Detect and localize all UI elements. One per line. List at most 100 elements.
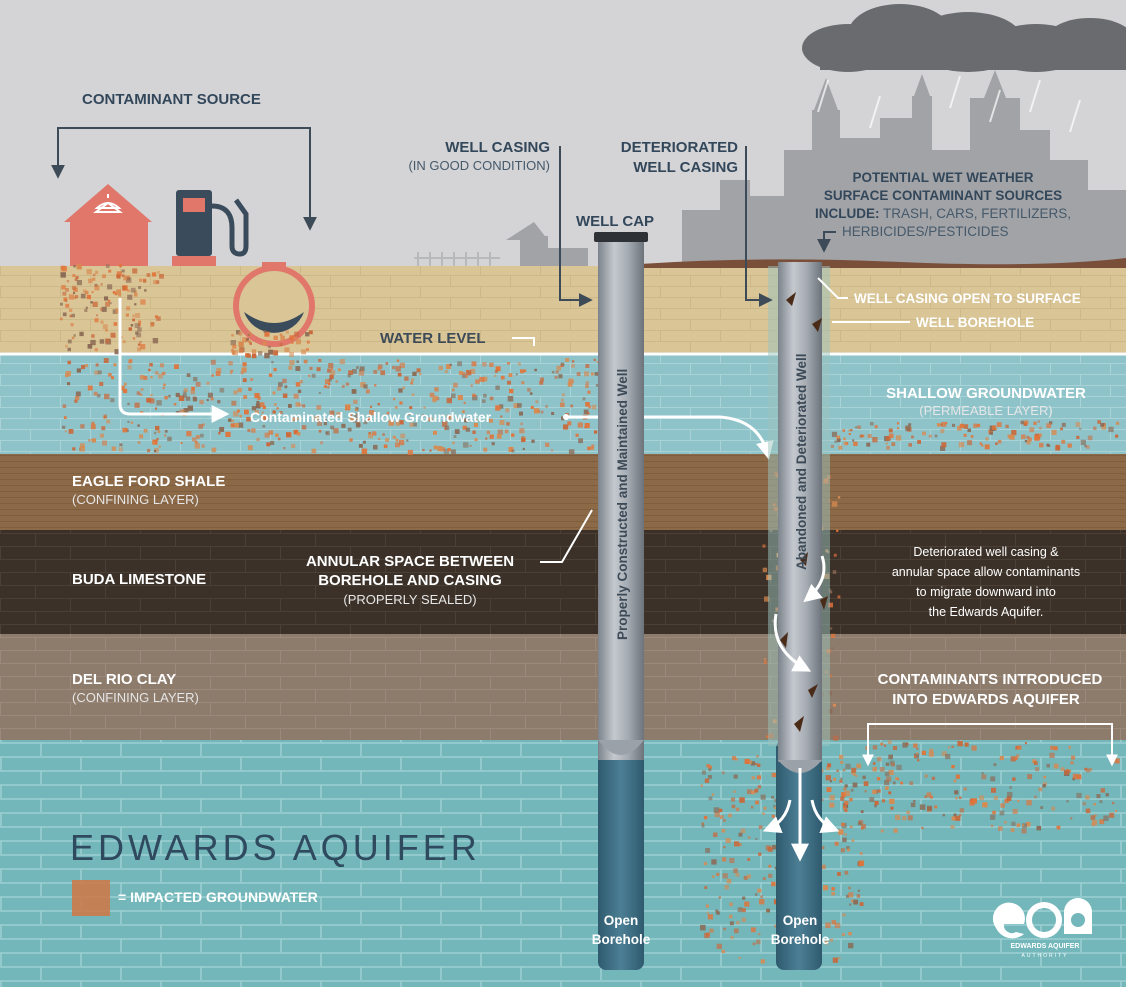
contaminant-speck — [872, 745, 878, 750]
contaminant-speck — [196, 435, 200, 439]
contaminant-speck — [122, 340, 126, 344]
contaminant-speck — [195, 381, 201, 387]
contaminant-speck — [186, 373, 191, 377]
contaminant-speck — [916, 747, 919, 750]
contaminant-speck — [704, 932, 710, 939]
contaminant-speck — [1068, 746, 1072, 749]
contaminant-speck — [841, 792, 847, 797]
contaminant-speck — [79, 331, 84, 337]
contaminant-speck — [963, 787, 967, 791]
contaminant-speck — [947, 746, 950, 749]
contaminant-speck — [1039, 426, 1042, 430]
contaminant-speck — [534, 368, 537, 372]
contaminant-speck — [993, 795, 998, 801]
contaminant-speck — [444, 425, 450, 431]
contaminant-speck — [565, 358, 570, 362]
contaminant-speck — [70, 323, 74, 327]
contaminant-speck — [193, 377, 198, 382]
contaminant-speck — [758, 852, 762, 856]
contaminant-speck — [1100, 423, 1104, 427]
contaminant-speck — [201, 444, 205, 448]
contaminant-speck — [554, 375, 558, 379]
contaminant-speck — [163, 383, 166, 387]
contaminant-speck — [275, 433, 279, 437]
contaminant-speck — [361, 448, 368, 454]
contaminant-speck — [152, 338, 159, 344]
contaminant-speck — [150, 394, 153, 397]
contaminant-speck — [846, 894, 849, 898]
contaminant-speck — [291, 443, 296, 449]
legend-label: = IMPACTED GROUNDWATER — [118, 889, 318, 905]
contaminant-speck — [297, 389, 302, 393]
contaminant-speck — [982, 802, 988, 808]
contaminant-speck — [764, 596, 770, 602]
contaminant-speck — [1056, 825, 1061, 830]
contaminant-speck — [289, 335, 294, 340]
contaminant-speck — [113, 363, 117, 367]
contaminant-speck — [1014, 756, 1018, 760]
contaminant-speck — [200, 433, 204, 438]
contaminant-speck — [867, 434, 872, 438]
deteriorated-note-line-2: annular space allow contaminants — [892, 565, 1080, 579]
contaminant-speck — [754, 788, 759, 793]
contaminant-speck — [955, 796, 958, 800]
contaminant-speck — [446, 397, 452, 404]
deteriorated-note: Deteriorated well casing & annular space… — [892, 545, 1080, 619]
contaminant-speck — [726, 878, 732, 884]
contaminant-speck — [591, 404, 597, 410]
contaminant-speck — [60, 272, 66, 278]
contaminant-speck — [457, 361, 462, 367]
contaminant-speck — [1027, 437, 1032, 442]
contaminant-speck — [735, 807, 740, 812]
contaminant-speck — [1049, 752, 1055, 758]
contaminant-speck — [127, 402, 130, 406]
contaminant-speck — [72, 447, 76, 451]
contaminant-speck — [130, 287, 136, 293]
contaminant-speck — [758, 933, 761, 936]
contaminant-speck — [489, 434, 494, 439]
contaminant-speck — [834, 922, 841, 929]
contaminant-speck — [1038, 787, 1043, 792]
contaminant-speck — [1080, 439, 1086, 446]
contaminant-speck — [99, 433, 104, 438]
contaminant-speck — [970, 435, 974, 438]
contaminant-speck — [143, 376, 148, 380]
contaminant-speck — [941, 751, 947, 757]
contaminant-speck — [473, 422, 478, 427]
contaminant-speck — [283, 447, 286, 450]
contaminant-speck — [225, 431, 231, 437]
contaminant-speck — [504, 429, 509, 434]
contaminant-speck — [139, 278, 143, 282]
contaminant-speck — [721, 949, 725, 954]
contaminant-speck — [892, 745, 898, 751]
contaminant-speck — [751, 776, 755, 780]
contaminant-speck — [118, 447, 123, 452]
contaminant-speck — [861, 434, 865, 438]
contaminant-speck — [128, 360, 132, 364]
contaminant-speck — [529, 392, 533, 395]
contaminant-speck — [99, 339, 105, 344]
contaminant-speck — [706, 764, 710, 768]
contaminant-speck — [840, 760, 844, 764]
contaminant-speck — [558, 374, 563, 379]
contaminant-speck — [103, 358, 109, 363]
contaminant-speck — [1043, 775, 1046, 779]
contaminant-speck — [240, 371, 244, 375]
contaminant-speck — [62, 425, 66, 429]
contaminant-speck — [958, 441, 965, 448]
contaminant-speck — [1035, 767, 1040, 772]
contaminant-speck — [472, 395, 478, 401]
contaminant-speck — [442, 421, 448, 427]
contaminant-speck — [853, 899, 859, 905]
contaminant-speck — [963, 433, 967, 437]
contaminant-speck — [823, 885, 829, 891]
contaminant-speck — [594, 430, 598, 434]
contaminant-speck — [924, 774, 928, 778]
contaminant-speck — [329, 410, 335, 416]
contaminant-speck — [820, 798, 824, 802]
eagle-ford-sublabel: (CONFINING LAYER) — [72, 492, 199, 507]
contaminant-speck — [182, 393, 187, 398]
contaminant-speck — [291, 341, 294, 344]
contaminant-speck — [1038, 433, 1042, 437]
contaminant-speck — [296, 432, 301, 436]
